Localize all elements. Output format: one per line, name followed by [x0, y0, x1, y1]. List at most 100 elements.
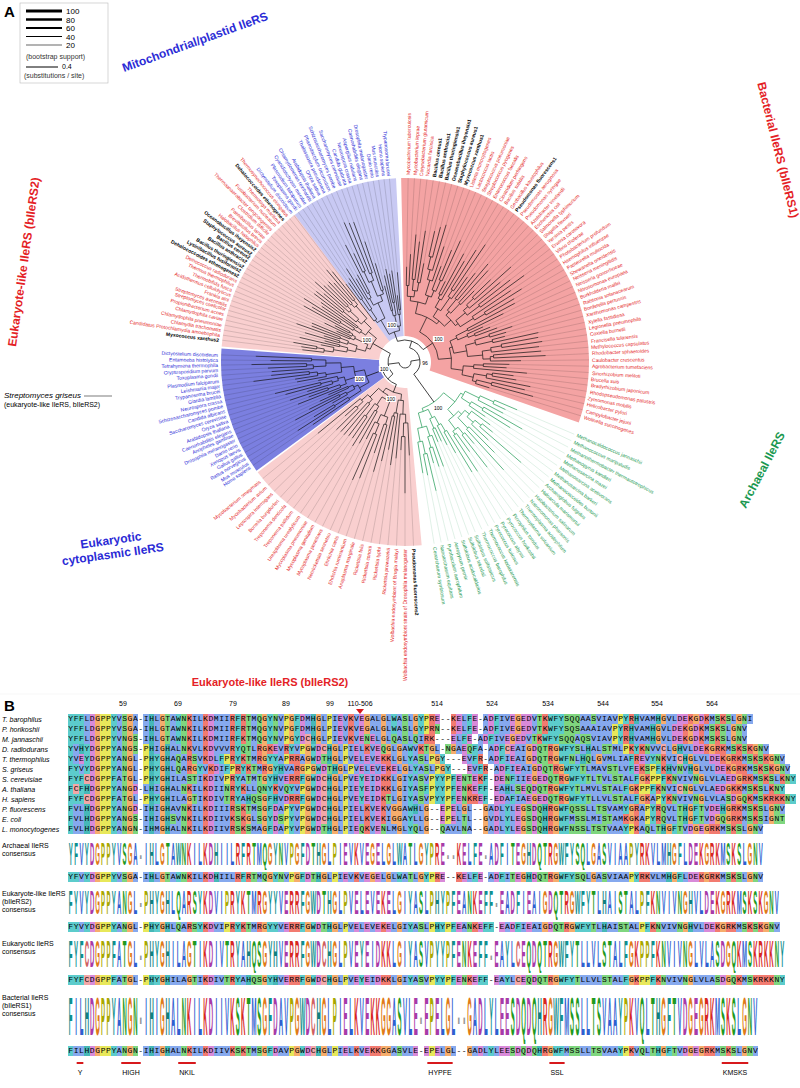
tree-branch	[294, 215, 346, 284]
tree-branch	[448, 409, 454, 416]
position-number: 554	[651, 700, 663, 707]
tree-branch	[439, 281, 445, 294]
tree-branch	[369, 399, 372, 403]
tree-branch	[467, 417, 473, 422]
tree-branch	[494, 453, 534, 493]
tree-branch	[432, 246, 444, 281]
tree-branch	[380, 295, 382, 301]
tree-branch	[242, 277, 335, 325]
tree-branch	[362, 395, 368, 400]
tree-branch	[369, 293, 371, 298]
tree-branch	[376, 406, 379, 411]
sequence-row: YFFLDGPPYVNGS-IHLGTAWNKILKDMIIRFKTMQGYNV…	[68, 734, 747, 744]
tree-branch	[336, 408, 358, 429]
tree-branch	[332, 395, 347, 403]
tree-branch	[396, 400, 398, 413]
position-number: 89	[282, 700, 290, 707]
tree-branch	[514, 270, 564, 299]
tree-branch	[432, 435, 443, 466]
tree-branch	[245, 403, 333, 452]
tree-branch	[318, 399, 360, 434]
tree-branch	[442, 241, 460, 281]
tree-branch	[418, 442, 423, 473]
tree-branch	[385, 417, 387, 424]
tree-branch	[348, 385, 353, 387]
tree-branch	[384, 179, 397, 295]
tree-branch	[235, 291, 312, 323]
tree-branch	[349, 391, 361, 399]
species-name: Caulobacter crescentus	[592, 356, 645, 363]
position-number: 514	[431, 700, 443, 707]
tree-branch	[475, 420, 481, 425]
tree-branch	[490, 356, 493, 357]
motif-bar	[549, 1062, 564, 1064]
tree-branch	[436, 491, 448, 541]
tree-branch	[456, 330, 468, 336]
sequence-row: YFFLDGPPYVSGA-IHLGTAWNKILKDMIIRFRTMQGYNV…	[68, 724, 747, 734]
tree-branch	[488, 222, 524, 264]
tree-branch	[287, 435, 344, 503]
tree-branch	[450, 338, 457, 341]
tree-branch	[461, 391, 465, 398]
sequence-row: YVEYDGPPYANGL-PHYGHAQARSVKDLFPRYKTMRGYYA…	[68, 754, 785, 764]
tree-branch	[393, 413, 395, 416]
bootstrap-value: 96	[421, 360, 429, 366]
tree-branch	[465, 343, 475, 346]
tree-branch	[302, 350, 323, 353]
sequence-row: FYFCDGPPFATGL-PHYGHILASTIKDIVPRYATMTGYHV…	[68, 774, 796, 784]
tree-branch	[313, 366, 326, 368]
tree-branch	[463, 365, 473, 367]
tree-branch	[427, 270, 430, 280]
tree-branch	[400, 437, 402, 451]
species-name: M. jannaschii	[2, 736, 43, 743]
tree-branch	[249, 264, 304, 298]
tree-branch	[432, 225, 446, 271]
tree-branch	[230, 400, 290, 420]
tree-branch	[406, 267, 407, 286]
residue: Y	[790, 774, 795, 784]
tree-branch	[425, 180, 433, 231]
tree-branch	[221, 355, 256, 356]
tree-branch	[515, 275, 567, 303]
tree-branch	[433, 227, 441, 257]
tree-branch	[428, 475, 441, 542]
tree-branch	[365, 242, 381, 291]
tree-branch	[417, 231, 425, 283]
tree-branch	[399, 315, 400, 326]
tree-branch	[468, 335, 475, 338]
tree-branch	[420, 317, 427, 332]
motif-bar	[722, 1062, 749, 1064]
tree-branch	[483, 363, 509, 365]
species-name: Pseudomonas fluorescens2	[411, 549, 420, 616]
tree-branch	[242, 420, 295, 448]
tree-branch	[392, 311, 393, 316]
tree-branch	[527, 373, 588, 379]
species-name: D. radiodurans	[2, 746, 48, 753]
tree-branch	[379, 388, 388, 395]
tree-branch	[466, 429, 503, 470]
tree-branch	[274, 430, 336, 492]
tree-branch	[388, 363, 399, 364]
clade-title: Eukaryote-like IleRS (bIleRS2)	[192, 676, 349, 688]
tree-branch	[247, 417, 314, 457]
legend-text: 60	[66, 24, 75, 33]
tree-branch	[346, 453, 374, 536]
tree-branch	[476, 341, 492, 345]
tree-branch	[542, 335, 587, 342]
tree-branch	[318, 373, 326, 374]
tree-branch	[398, 326, 400, 330]
tree-branch	[349, 283, 361, 300]
tree-branch	[247, 268, 313, 307]
tree-branch	[225, 381, 318, 401]
tree-branch	[480, 396, 494, 402]
tree-branch	[476, 384, 490, 388]
tree-branch	[221, 359, 271, 361]
tree-branch	[474, 374, 487, 376]
tree-branch	[446, 186, 458, 225]
tree-branch	[382, 290, 383, 294]
scale-bar	[26, 67, 58, 68]
tree-branch	[486, 299, 514, 315]
tree-branch	[350, 332, 353, 334]
tree-branch	[475, 336, 490, 341]
position-number: 544	[597, 700, 609, 707]
